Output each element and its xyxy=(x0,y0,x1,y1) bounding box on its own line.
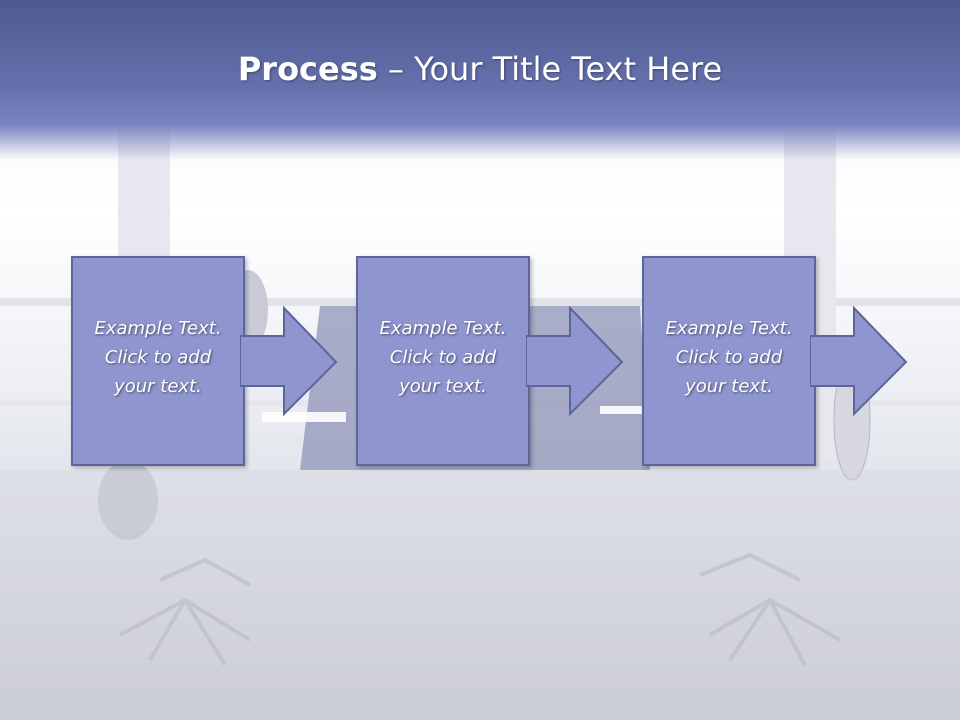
title-band xyxy=(0,0,960,160)
arrow-right-icon xyxy=(810,306,908,417)
process-step-3[interactable]: Example Text. Click to add your text. xyxy=(642,256,816,466)
paper-sheet xyxy=(600,406,660,414)
step-3-text: Example Text. Click to add your text. xyxy=(665,318,793,397)
title-bold: Process xyxy=(237,50,378,88)
title-rest: Your Title Text Here xyxy=(414,50,723,88)
chair xyxy=(98,460,158,540)
step-1-text: Example Text. Click to add your text. xyxy=(94,318,222,397)
floor-reflection xyxy=(0,470,960,720)
step-2-text: Example Text. Click to add your text. xyxy=(379,318,507,397)
paper-sheet xyxy=(262,412,346,422)
process-step-2[interactable]: Example Text. Click to add your text. xyxy=(356,256,530,466)
arrow-right-icon xyxy=(526,306,624,417)
arrow-right-icon xyxy=(240,306,338,417)
slide-title[interactable]: Process – Your Title Text Here xyxy=(0,50,960,88)
process-step-1[interactable]: Example Text. Click to add your text. xyxy=(71,256,245,466)
title-separator: – xyxy=(377,50,415,88)
chair-bases xyxy=(119,552,841,667)
